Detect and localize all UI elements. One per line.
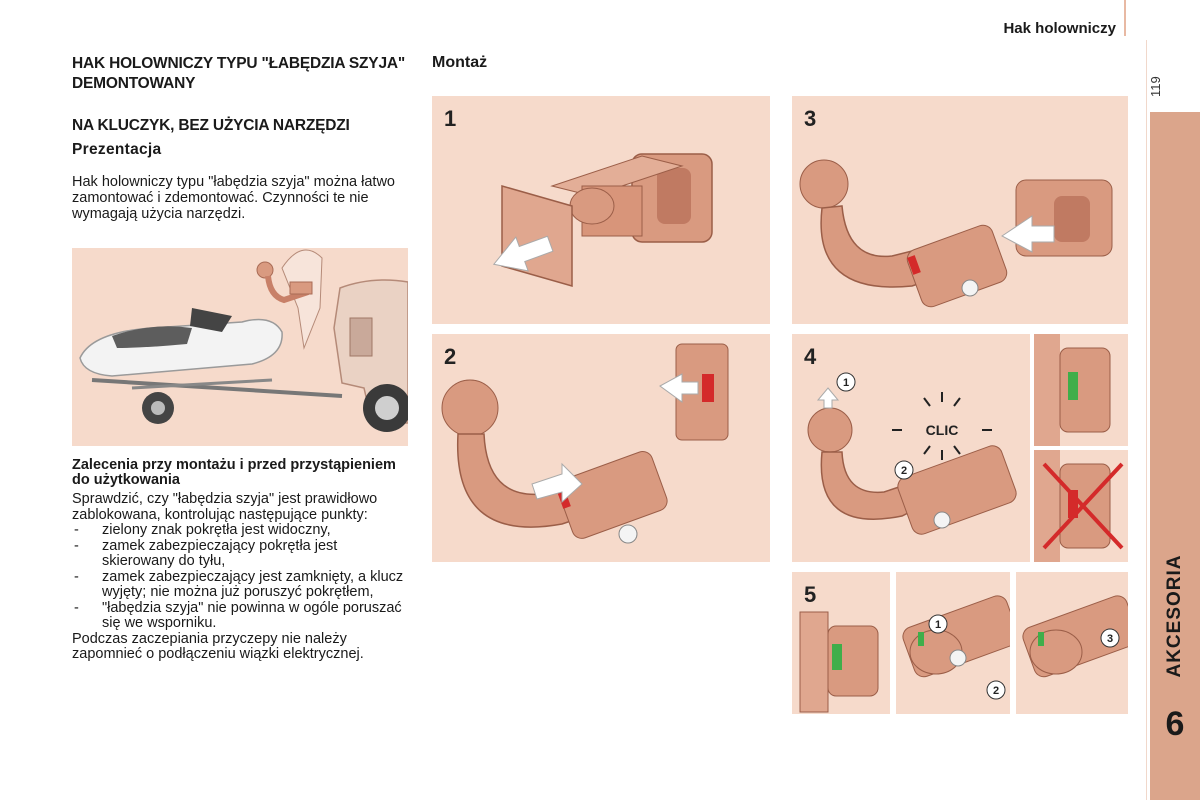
header-title: Hak holowniczy xyxy=(1003,20,1116,37)
step-4-correct-panel xyxy=(1034,334,1128,446)
checklist-item: zamek zabezpieczający jest zamknięty, a … xyxy=(72,569,412,601)
step-2-illustration xyxy=(441,343,729,544)
step-3-panel: 3 xyxy=(792,96,1128,324)
callout-1: 1 xyxy=(843,377,849,389)
red-mark-crossed-illustration xyxy=(1034,450,1124,562)
step-1-illustration xyxy=(492,153,713,287)
page-number: 119 xyxy=(1148,76,1163,97)
step-number: 3 xyxy=(804,106,817,131)
section-title: HAK HOLOWNICZY TYPU "ŁABĘDZIA SZYJA" DEM… xyxy=(72,55,406,92)
recommendations-closing: Podczas zaczepiania przyczepy nie należy… xyxy=(72,630,364,662)
montaz-heading: Montaż xyxy=(432,54,488,71)
step-4-illustration: 1 2 CLIC xyxy=(807,372,1017,535)
step-4-incorrect-panel xyxy=(1034,450,1128,562)
section-subtitle: NA KLUCZYK, BEZ UŻYCIA NARZĘDZI xyxy=(72,117,350,134)
step-5-unlock-panel: 1 2 xyxy=(896,572,1010,714)
intro-paragraph: Hak holowniczy typu "łabędzia szyja" moż… xyxy=(72,174,396,222)
presentation-heading: Prezentacja xyxy=(72,141,162,158)
step-3-illustration xyxy=(799,159,1113,308)
recommendations-lead: Sprawdzić, czy "łabędzia szyja" jest pra… xyxy=(72,491,378,523)
checklist-item: zielony znak pokrętła jest widoczny, xyxy=(72,522,412,539)
step-1-panel: 1 xyxy=(432,96,770,324)
margin-rule xyxy=(1146,40,1147,800)
step-2-panel: 2 xyxy=(432,334,770,562)
checklist-item: zamek zabezpieczający pokrętła jest skie… xyxy=(72,538,412,570)
step-5-illustration xyxy=(799,611,879,713)
chapter-tab xyxy=(1150,112,1200,800)
checklist: zielony znak pokrętła jest widoczny, zam… xyxy=(72,522,412,632)
step-4-panel: 4 1 2 CLIC xyxy=(792,334,1030,562)
recommendations-heading: Zalecenia przy montażu i przed przystąpi… xyxy=(72,457,396,488)
step-5-panel: 5 xyxy=(792,572,890,714)
step-number: 5 xyxy=(804,582,817,607)
step-number: 1 xyxy=(444,106,457,131)
step-5-lock-panel: 3 xyxy=(1016,572,1128,714)
callout-3: 3 xyxy=(1107,633,1113,645)
step-number: 2 xyxy=(444,344,457,369)
clic-label: CLIC xyxy=(926,422,959,438)
left-column: HAK HOLOWNICZY TYPU "ŁABĘDZIA SZYJA" DEM… xyxy=(72,54,412,222)
chapter-label: AKCESORIA xyxy=(1164,554,1185,678)
jetski-trailer-illustration xyxy=(72,248,408,446)
callout-2: 2 xyxy=(901,465,907,477)
step-number: 4 xyxy=(804,344,817,369)
callout-2: 2 xyxy=(993,685,999,697)
chapter-number: 6 xyxy=(1165,705,1185,743)
header-rule xyxy=(1124,0,1126,36)
checklist-item: "łabędzia szyja" nie powinna w ogóle por… xyxy=(72,600,412,632)
recommendations: Zalecenia przy montażu i przed przystąpi… xyxy=(72,458,412,663)
green-mark-illustration xyxy=(1034,334,1111,446)
step-5-unlock-illustration: 1 2 xyxy=(902,595,1010,700)
step-5-lock-illustration: 3 xyxy=(1022,595,1128,678)
callout-1: 1 xyxy=(935,619,941,631)
